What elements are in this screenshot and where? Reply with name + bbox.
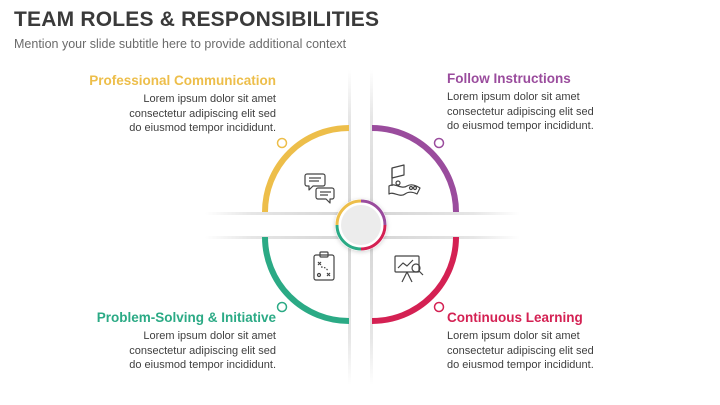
- role-heading: Continuous Learning: [447, 310, 583, 325]
- arc-follow-instructions: [371, 125, 459, 213]
- description-line: Lorem ipsum dolor sit amet: [447, 91, 580, 103]
- role-description: Lorem ipsum dolor sit amet consectetur a…: [76, 92, 276, 136]
- chat-bubbles-icon: [304, 173, 335, 204]
- role-problem-solving: Problem-Solving & Initiative Lorem ipsum…: [76, 310, 276, 373]
- presentation-board-icon: [394, 255, 424, 283]
- strategy-clipboard-icon: [313, 251, 335, 281]
- role-heading: Professional Communication: [89, 73, 276, 88]
- description-line: consectetur adipiscing elit sed: [129, 344, 276, 357]
- slide-subtitle: Mention your slide subtitle here to prov…: [14, 37, 347, 51]
- arc-professional-communication: [262, 125, 350, 213]
- description-line: consectetur adipiscing elit sed: [447, 105, 594, 118]
- role-heading: Problem-Solving & Initiative: [96, 310, 276, 325]
- role-professional-communication: Professional Communication Lorem ipsum d…: [76, 73, 276, 136]
- marker-continuous-learning: [433, 301, 445, 313]
- marker-problem-solving: [276, 301, 288, 313]
- role-heading: Follow Instructions: [447, 71, 571, 86]
- description-line: do eiusmod tempor incididunt.: [447, 120, 594, 132]
- description-line: do eiusmod tempor incididunt.: [447, 359, 594, 371]
- arc-problem-solving: [262, 236, 350, 324]
- slide-title: TEAM ROLES & RESPONSIBILITIES: [14, 8, 380, 31]
- description-line: consectetur adipiscing elit sed: [447, 344, 594, 357]
- description-line: do eiusmod tempor incididunt.: [129, 359, 276, 371]
- role-description: Lorem ipsum dolor sit amet consectetur a…: [76, 329, 276, 373]
- role-description: Lorem ipsum dolor sit amet consectetur a…: [447, 90, 647, 134]
- description-line: Lorem ipsum dolor sit amet: [447, 330, 580, 342]
- center-hub: [335, 199, 387, 251]
- role-description: Lorem ipsum dolor sit amet consectetur a…: [447, 329, 647, 373]
- role-continuous-learning: Continuous Learning Lorem ipsum dolor si…: [447, 310, 647, 373]
- flag-map-icon: [388, 164, 421, 196]
- description-line: consectetur adipiscing elit sed: [129, 107, 276, 120]
- marker-professional-communication: [276, 137, 288, 149]
- description-line: do eiusmod tempor incididunt.: [129, 122, 276, 134]
- description-line: Lorem ipsum dolor sit amet: [143, 93, 276, 105]
- role-follow-instructions: Follow Instructions Lorem ipsum dolor si…: [447, 71, 647, 134]
- marker-follow-instructions: [433, 137, 445, 149]
- arc-continuous-learning: [371, 236, 459, 324]
- description-line: Lorem ipsum dolor sit amet: [143, 330, 276, 342]
